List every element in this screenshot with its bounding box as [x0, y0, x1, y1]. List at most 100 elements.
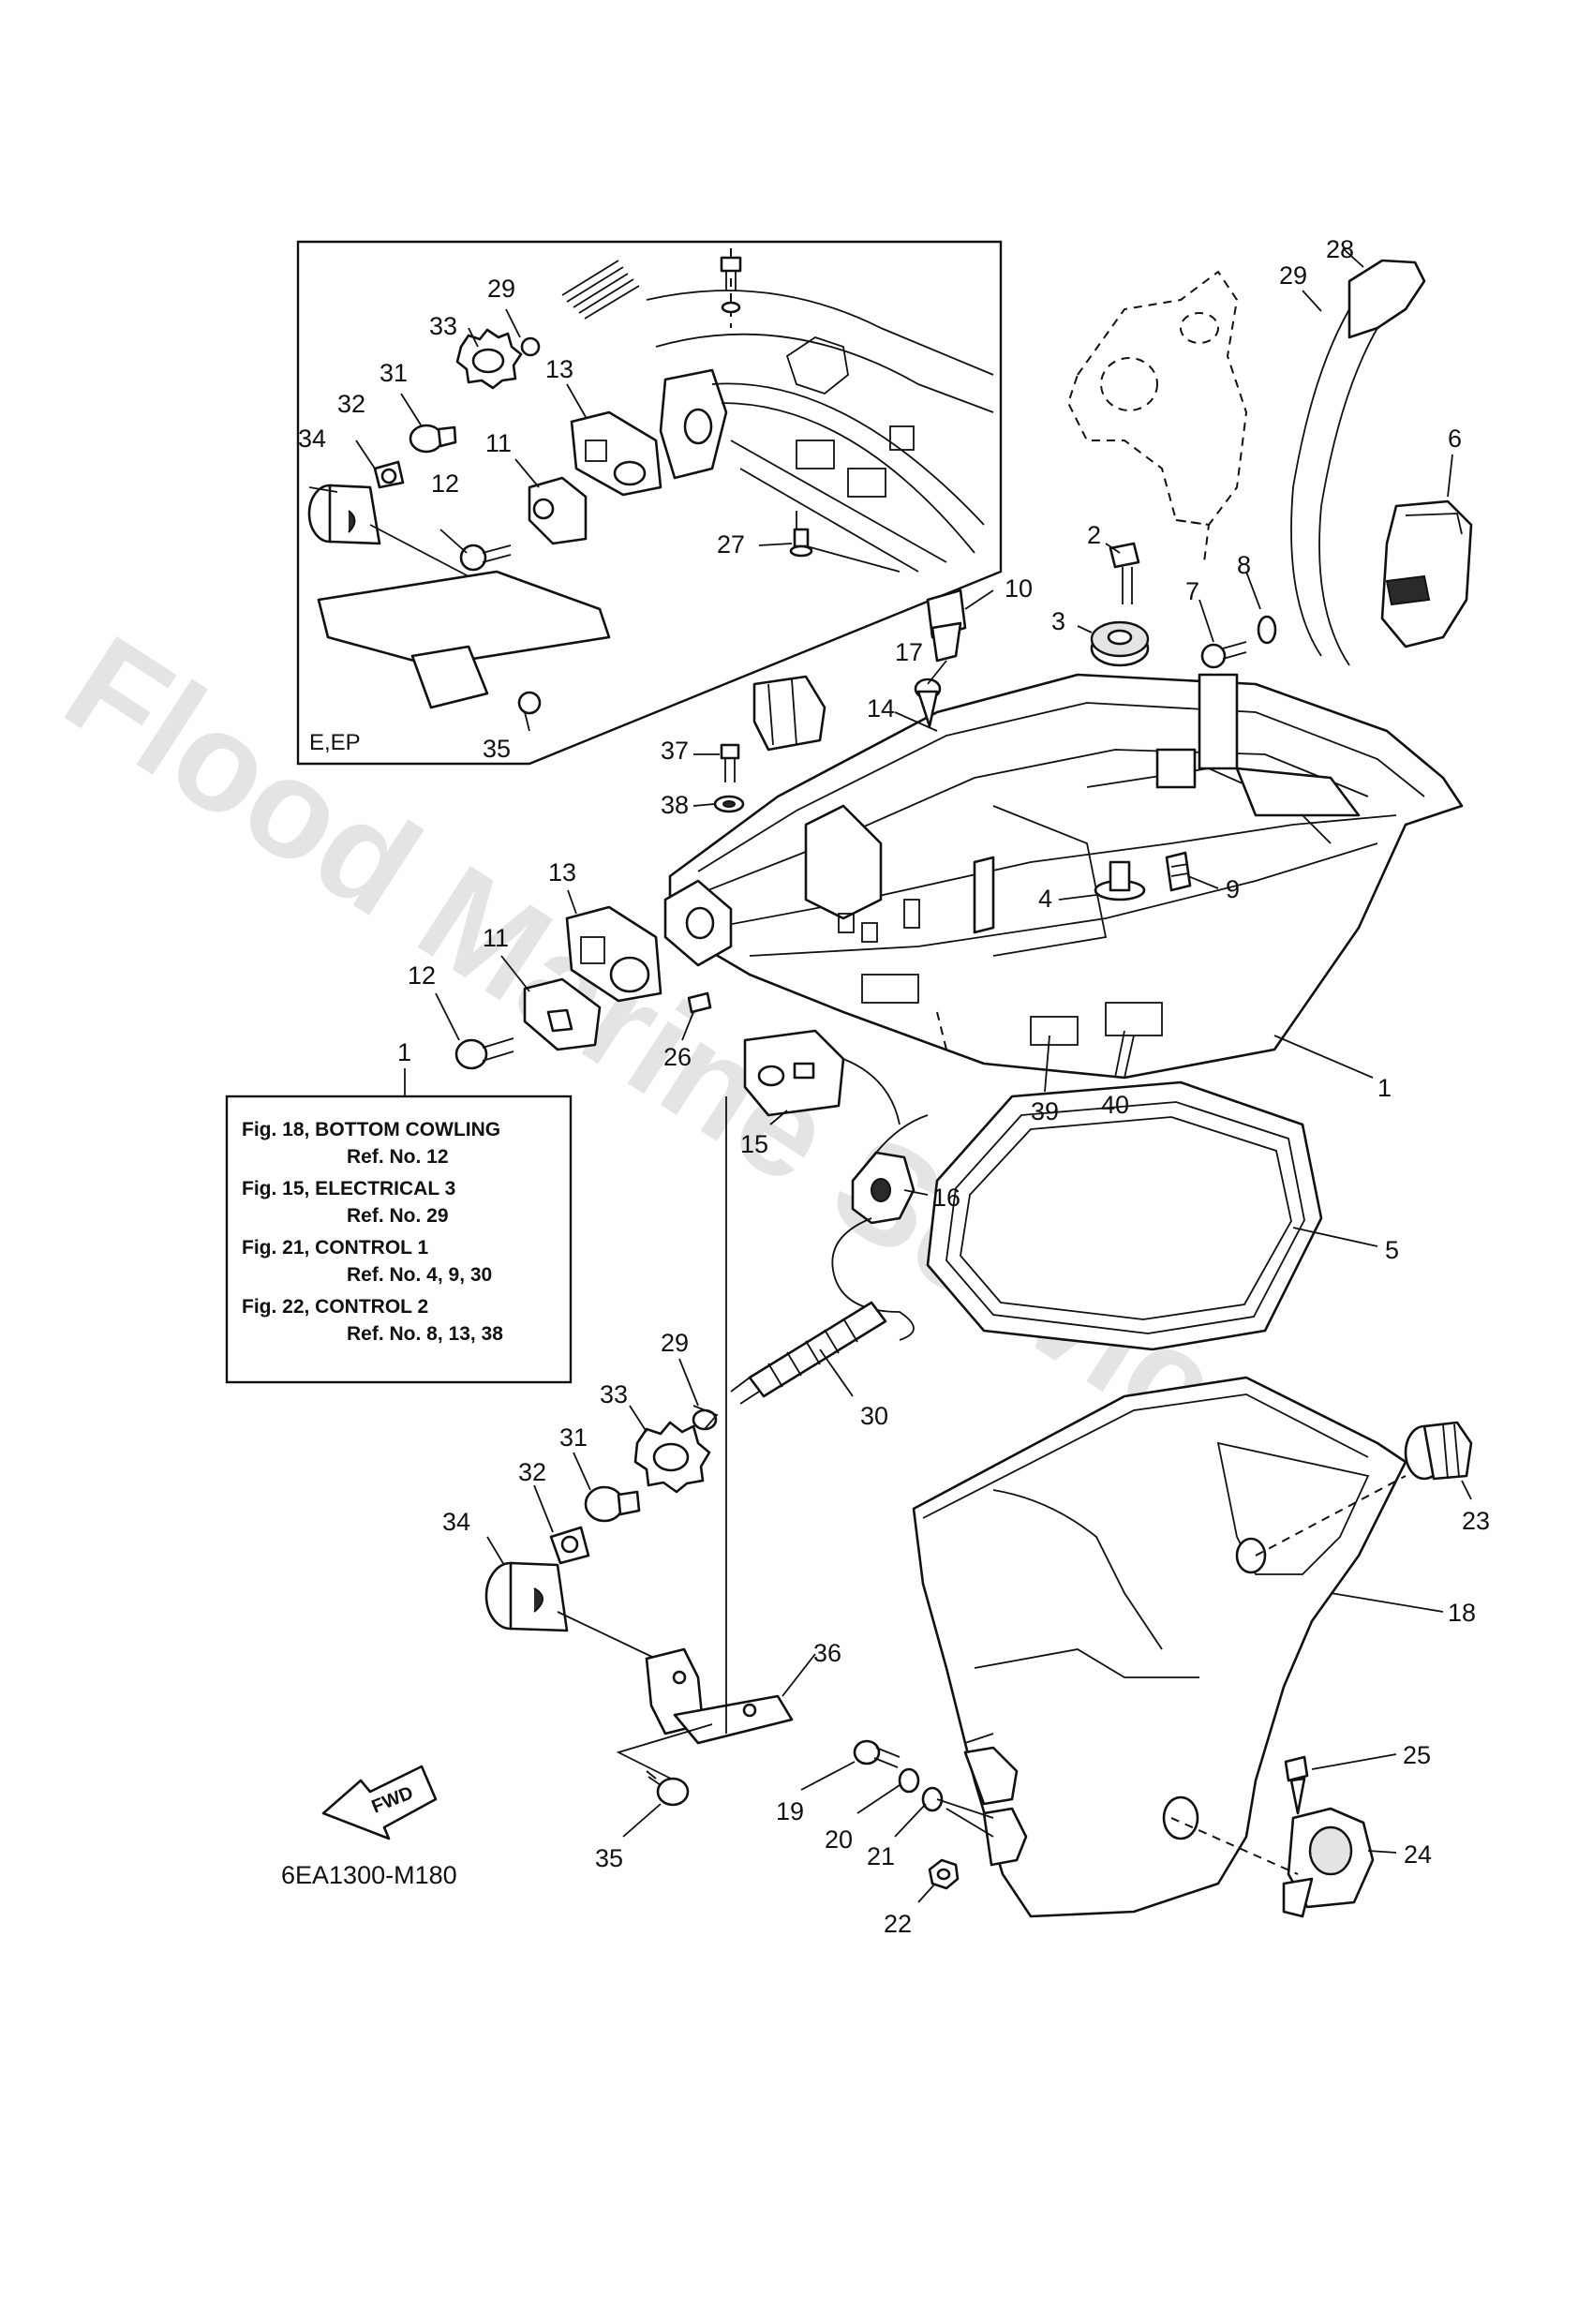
plug-17 [914, 678, 942, 728]
callout-10: 10 [1005, 574, 1033, 603]
inset-screw-top [720, 256, 742, 314]
callout-1-right: 1 [1377, 1074, 1392, 1102]
bracket-13 [565, 905, 662, 1003]
legend-ref-1: Ref. No. 12 [347, 1146, 449, 1168]
inset-box: E,EP [296, 240, 1003, 766]
inset-screw-27 [789, 528, 813, 558]
bolt-31 [584, 1485, 641, 1523]
knob-16 [851, 1114, 929, 1225]
nut-22 [928, 1858, 960, 1890]
callout-13-inset: 13 [545, 355, 573, 383]
callout-32-inset: 32 [337, 390, 365, 418]
callout-29-inset: 29 [487, 275, 515, 303]
knob-33 [633, 1421, 711, 1494]
clip-9 [1165, 851, 1192, 892]
callout-32: 32 [518, 1458, 546, 1486]
stud-4 [1094, 860, 1146, 901]
washer-8 [1257, 615, 1277, 645]
callout-11: 11 [483, 924, 509, 952]
callout-33: 33 [600, 1380, 628, 1408]
callout-35-inset: 35 [483, 735, 511, 763]
callout-9: 9 [1226, 875, 1240, 903]
bolt-19 [853, 1739, 901, 1768]
callout-39: 39 [1031, 1097, 1059, 1125]
callout-38: 38 [661, 791, 689, 819]
cable-16 [842, 1058, 901, 1125]
callout-37: 37 [661, 737, 689, 765]
callout-26: 26 [663, 1043, 692, 1071]
callout-13: 13 [548, 858, 576, 886]
clip-29 [692, 1405, 719, 1431]
fwd-arrow: FWD [321, 1765, 438, 1840]
bottom-cowling [663, 673, 1464, 1080]
inset-bolt-31 [409, 424, 457, 454]
screw-37 [720, 743, 740, 782]
callout-27: 27 [717, 530, 745, 559]
seal-5 [926, 1080, 1323, 1351]
callout-1-left: 1 [397, 1038, 411, 1066]
callout-31-inset: 31 [380, 359, 408, 387]
legend-fig-3: Fig. 21, CONTROL 1 [242, 1237, 428, 1259]
callout-18: 18 [1448, 1599, 1476, 1627]
bolt-7 [1200, 641, 1247, 669]
callouts: 29 33 31 32 34 13 11 12 27 35 29 28 6 2 … [298, 235, 1490, 1938]
screw-35 [646, 1770, 690, 1807]
screw-12 [454, 1037, 514, 1070]
callout-23: 23 [1462, 1507, 1490, 1535]
callout-28: 28 [1326, 235, 1354, 263]
callout-17: 17 [895, 638, 923, 666]
guide-24 [1282, 1807, 1375, 1918]
callout-12-inset: 12 [431, 469, 459, 498]
bolt-2 [1109, 542, 1140, 604]
cover-6 [1380, 499, 1473, 648]
bracket-36 [645, 1647, 794, 1745]
washer-38 [713, 795, 745, 813]
callout-36: 36 [813, 1639, 841, 1667]
inset-plate-11 [528, 476, 588, 545]
callout-7: 7 [1185, 577, 1199, 605]
callout-40: 40 [1101, 1091, 1129, 1119]
inset-screw-12 [459, 544, 512, 572]
callout-20: 20 [825, 1825, 853, 1854]
cable-30 [730, 1217, 915, 1405]
inset-holder-34 [307, 484, 381, 545]
callout-2: 2 [1087, 521, 1101, 549]
callout-34-inset: 34 [298, 425, 326, 453]
callout-29: 29 [661, 1329, 689, 1357]
switch-15 [743, 1029, 845, 1117]
diagram-code: 6EA1300-M180 [281, 1861, 457, 1889]
housing-assembly [1066, 259, 1426, 666]
bracket-plates [936, 1746, 1028, 1867]
callout-24: 24 [1404, 1840, 1432, 1869]
holder-34 [484, 1561, 569, 1632]
callout-5: 5 [1385, 1236, 1399, 1264]
callout-30: 30 [860, 1402, 888, 1430]
callout-12: 12 [408, 961, 436, 990]
clip-14 [752, 675, 826, 752]
callout-8: 8 [1237, 551, 1251, 579]
callout-35: 35 [595, 1844, 623, 1872]
inset-cowling-front [646, 248, 994, 573]
inset-washer-32 [373, 460, 405, 489]
callout-16: 16 [932, 1184, 960, 1212]
legend-ref-2: Ref. No. 29 [347, 1205, 449, 1227]
guide-dash [1170, 1817, 1299, 1875]
legend-fig-1: Fig. 18, BOTTOM COWLING [242, 1119, 500, 1140]
plate-11 [523, 977, 602, 1051]
inset-bracket-13 [570, 410, 662, 497]
callout-31: 31 [559, 1423, 588, 1452]
leader-lines [355, 247, 1472, 1903]
washer-20 [898, 1767, 920, 1794]
inset-label: E,EP [309, 730, 361, 755]
grommet-3 [1090, 620, 1150, 667]
legend-ref-3: Ref. No. 4, 9, 30 [347, 1264, 492, 1286]
callout-15: 15 [740, 1130, 768, 1158]
callout-25: 25 [1403, 1741, 1431, 1769]
inset-spring-29 [520, 260, 640, 357]
clip-26 [687, 991, 712, 1014]
callout-6: 6 [1448, 425, 1462, 453]
grommet-23 [1404, 1421, 1473, 1481]
callout-29-top: 29 [1279, 261, 1307, 290]
callout-3: 3 [1051, 607, 1065, 635]
